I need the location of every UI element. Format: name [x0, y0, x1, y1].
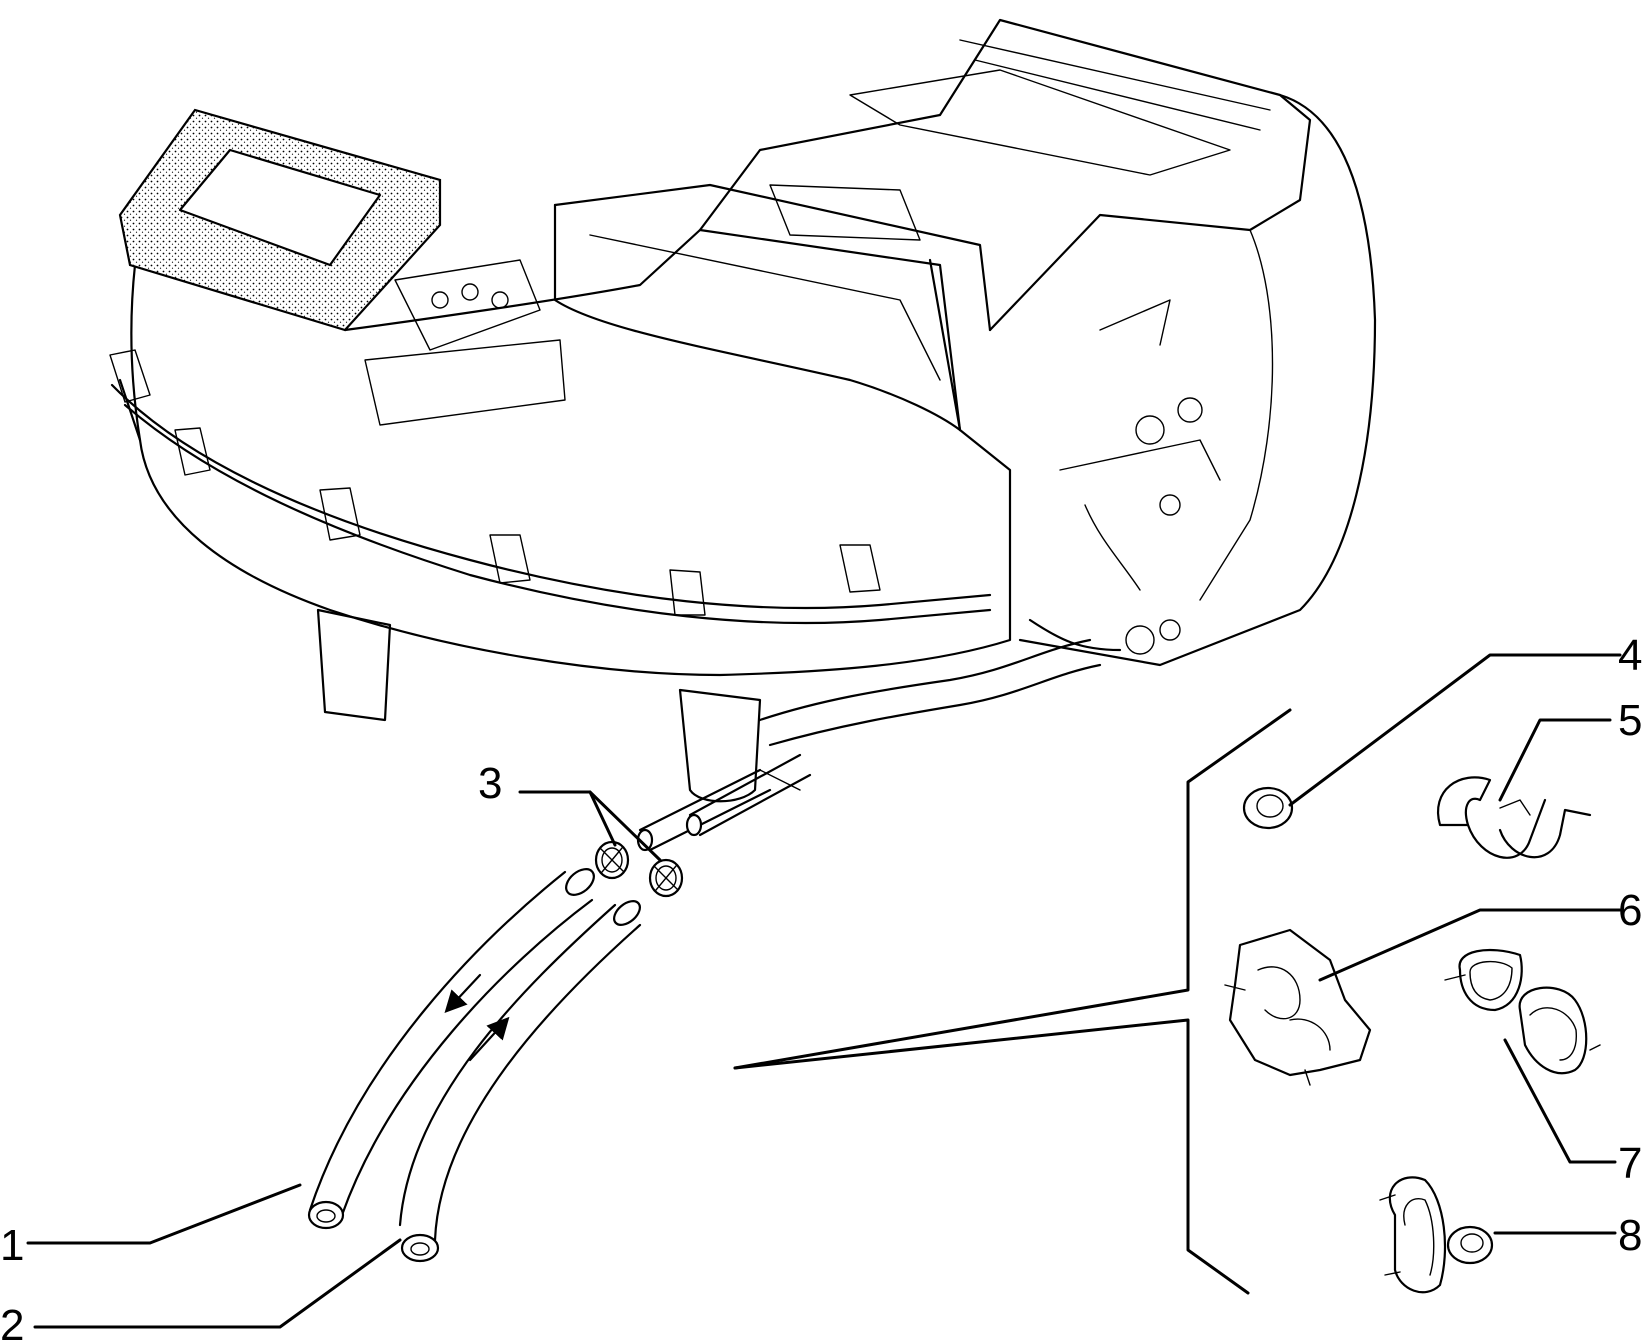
callout-6: 6 — [1618, 886, 1642, 935]
twin-clip-part-7 — [1444, 948, 1601, 1075]
hose-2-inlet — [398, 900, 642, 1263]
clamp-part-8 — [1379, 1176, 1494, 1294]
callout-5: 5 — [1618, 696, 1642, 745]
twin-clip-part-6 — [1224, 928, 1372, 1086]
hose-1-outlet — [307, 868, 595, 1230]
clip-part-5 — [1437, 776, 1592, 859]
hose-clamp-pair — [594, 840, 684, 898]
grommet-part-4 — [1242, 786, 1294, 830]
heater-housing-assembly — [109, 18, 1377, 852]
callout-7: 7 — [1618, 1139, 1642, 1188]
callout-2: 2 — [0, 1301, 24, 1340]
callout-4: 4 — [1618, 631, 1642, 680]
callout-3: 3 — [478, 759, 502, 808]
leader-lines — [26, 653, 1622, 1329]
callout-labels: 1 2 3 4 5 6 7 8 — [0, 631, 1642, 1340]
parts-group-bracket — [733, 708, 1292, 1295]
callout-1: 1 — [0, 1221, 24, 1270]
callout-8: 8 — [1618, 1211, 1642, 1260]
